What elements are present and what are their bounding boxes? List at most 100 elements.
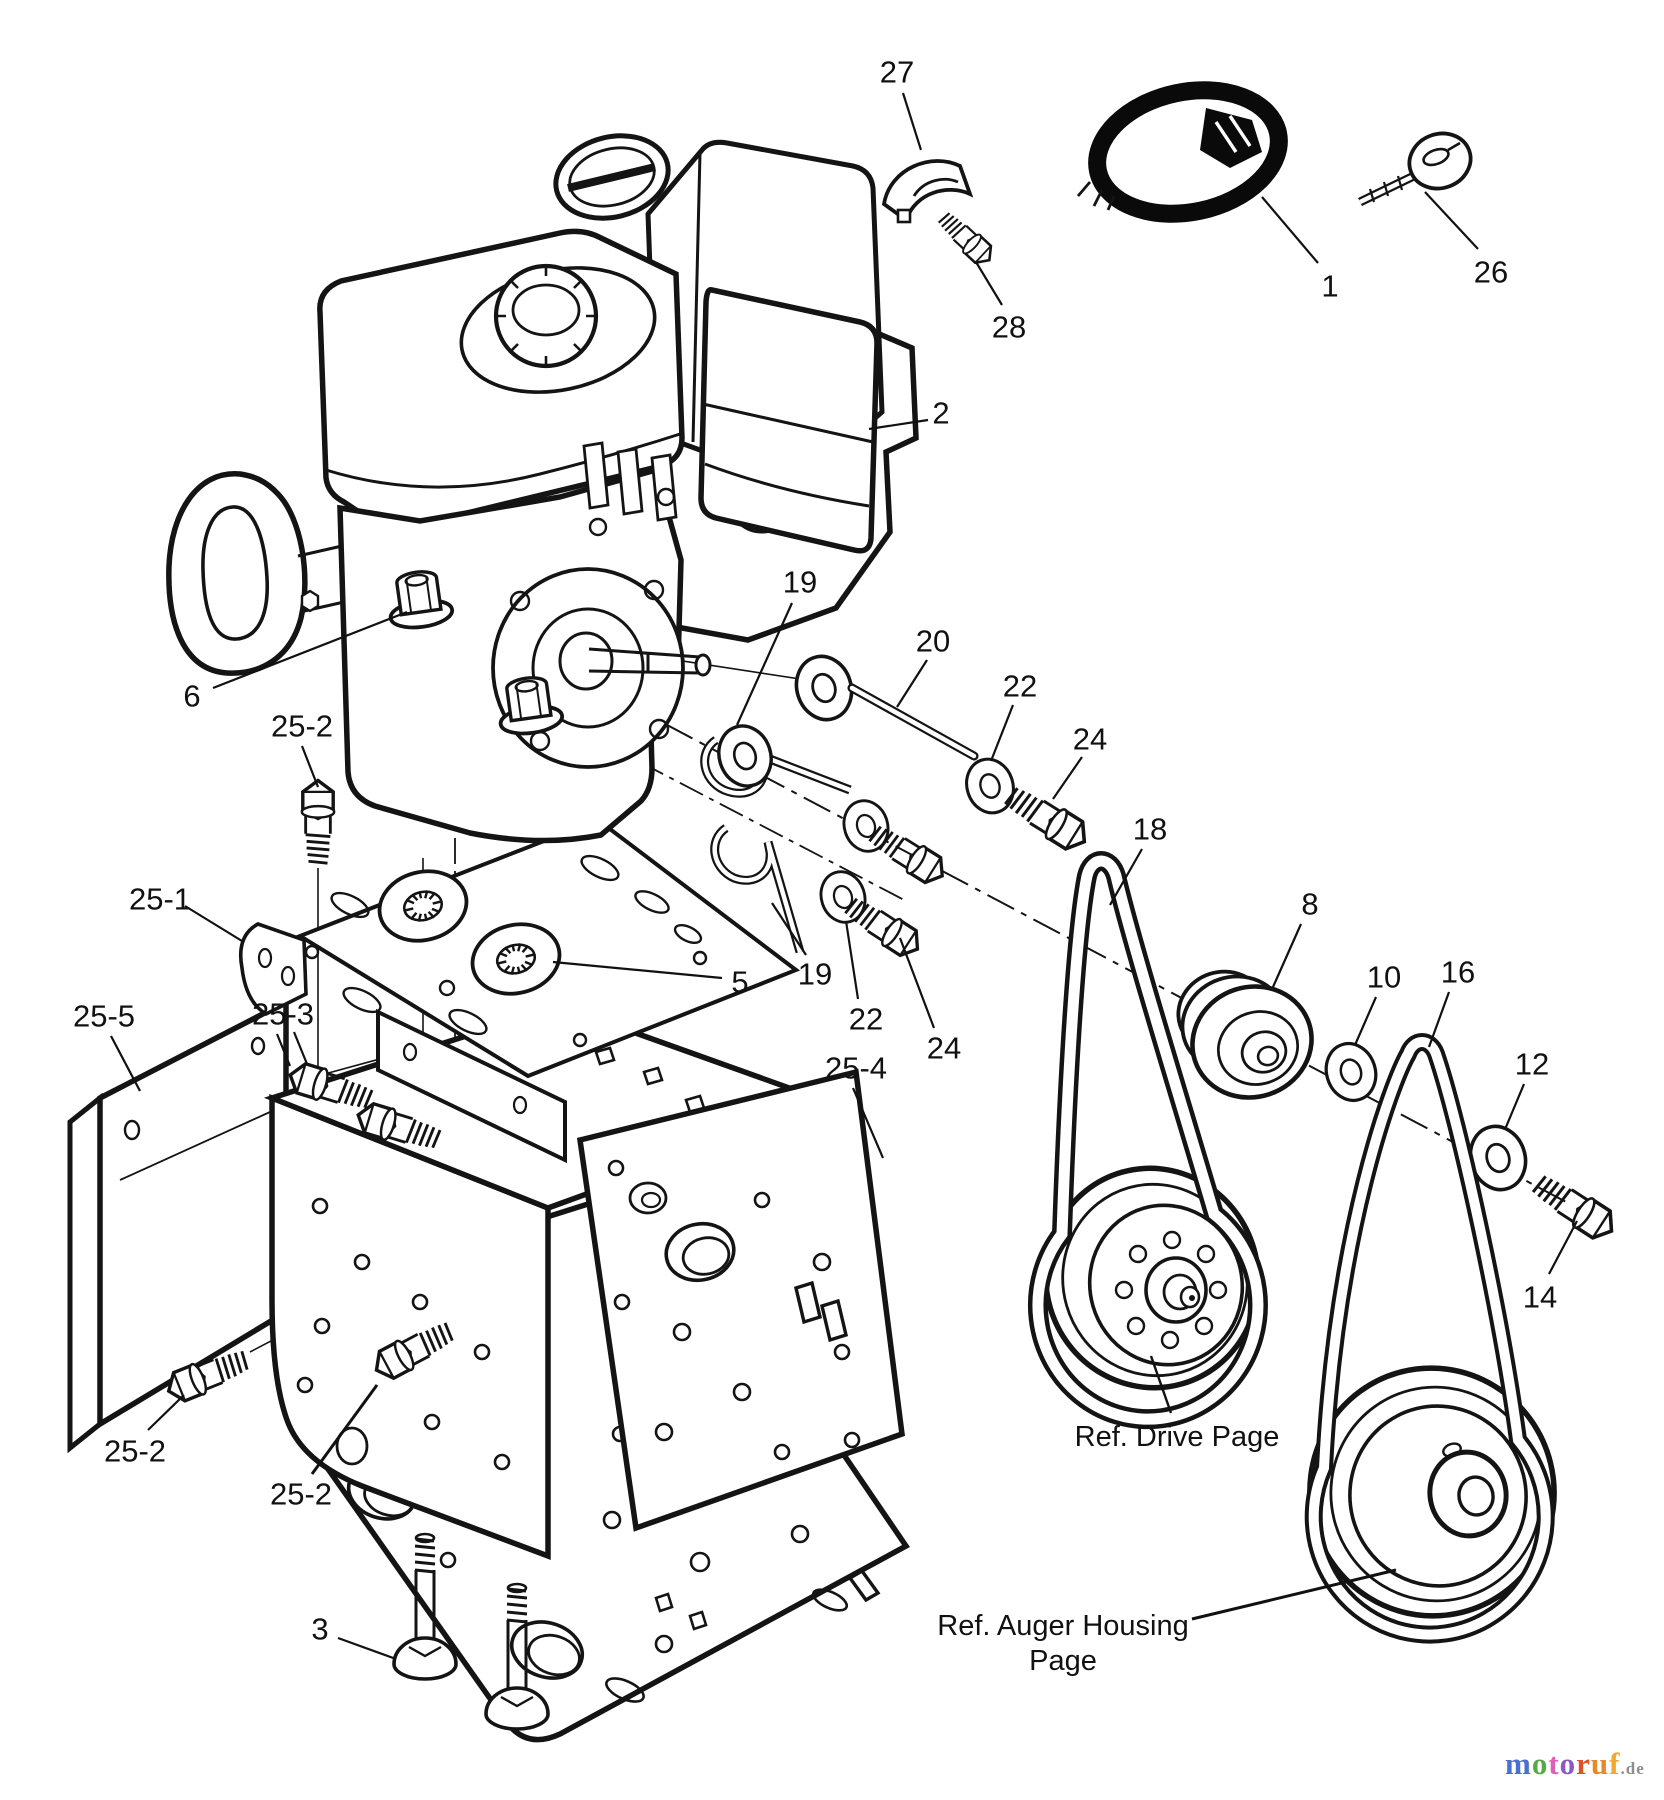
frame-assembly: [67, 997, 910, 1743]
washer-22: [958, 751, 1022, 821]
washer-10: [1317, 1035, 1385, 1109]
starter-handle: [166, 471, 345, 676]
callout-part-28: 28: [992, 310, 1026, 345]
callout-part-16: 16: [1441, 955, 1475, 990]
part-25-3-leader: [292, 1031, 309, 1065]
watermark-letter: o: [1559, 1746, 1577, 1781]
callout-part-8: 8: [1301, 887, 1318, 922]
motoruf-watermark: motoruf.de: [1505, 1746, 1645, 1782]
part-2-leader: [868, 418, 929, 431]
callout-part-25-5: 25-5: [73, 999, 135, 1034]
engine-assembly: [166, 133, 919, 844]
callout-part-27: 27: [880, 55, 914, 90]
part-25-5-leader: [110, 1035, 141, 1092]
watermark-letter: o: [1531, 1746, 1549, 1781]
callout-part-18: 18: [1133, 812, 1167, 847]
part-25-2-mid-leader: [310, 1384, 379, 1475]
part-19-upper-leader: [735, 602, 794, 726]
callout-part-12: 12: [1515, 1047, 1549, 1082]
callout-part-22-lower: 22: [849, 1002, 883, 1037]
callout-part-6: 6: [183, 679, 200, 714]
frame-right-panel-25-4: [576, 1068, 906, 1532]
callout-part-25-1: 25-1: [129, 882, 191, 917]
part-25-3-leader: [275, 1033, 292, 1067]
part-22-upper-leader: [989, 704, 1015, 762]
bolt-14: [1527, 1167, 1623, 1248]
callout-part-24-lower: 24: [927, 1031, 961, 1066]
pto-shaft: [588, 647, 702, 675]
part-6-leader: [212, 610, 408, 690]
callout-part-5: 5: [731, 965, 748, 1000]
part-18-leader: [1109, 848, 1143, 906]
washer: [709, 717, 781, 795]
drive-pulley-face: [1087, 1203, 1245, 1367]
screw-28: [933, 207, 1000, 271]
callout-part-25-3: 25-3: [252, 997, 314, 1032]
callout-part-14: 14: [1523, 1280, 1557, 1315]
ref-auger-housing-page-leader: [1191, 1568, 1397, 1621]
bracket-25-1: [238, 922, 308, 1017]
callout-part-26: 26: [1474, 255, 1508, 290]
callout-part-10: 10: [1367, 960, 1401, 995]
belt-18: [1027, 851, 1268, 1430]
part-25-2-left-leader: [147, 1394, 185, 1431]
ignition-key-26: [1358, 131, 1473, 207]
bolt-25-2: [300, 778, 336, 865]
part-10-leader: [1353, 996, 1378, 1046]
part-19-lower-leader: [771, 902, 807, 956]
watermark-letter: m: [1505, 1746, 1532, 1781]
part-8-leader: [1271, 923, 1303, 988]
drive-train: [1027, 851, 1623, 1644]
ref-drive-page-leader: [1149, 1355, 1173, 1414]
engine-pulley-8: [1176, 969, 1314, 1100]
watermark-suffix: .de: [1620, 1759, 1645, 1778]
j-hook-19-lower: [710, 824, 805, 954]
callout-part-19-upper: 19: [783, 565, 817, 600]
part-28-leader: [975, 261, 1003, 306]
callout-part-1: 1: [1321, 269, 1338, 304]
ref-auger-housing-page-line-2: Page: [1029, 1645, 1097, 1677]
bolt-24: [864, 818, 953, 891]
bolt-24: [999, 779, 1096, 858]
part-24-lower-leader: [898, 937, 936, 1029]
washer-22: [813, 864, 873, 930]
watermark-letter: r: [1576, 1746, 1591, 1781]
part-20-leader: [896, 659, 928, 708]
callout-part-19-lower: 19: [798, 957, 832, 992]
engine-mount-hardware: [700, 647, 1096, 964]
cable-clamp-27: [881, 159, 974, 224]
callout-part-22-upper: 22: [1003, 669, 1037, 704]
watermark-letter: u: [1590, 1746, 1610, 1781]
part-25-1-leader: [184, 905, 243, 942]
part-16-leader: [1427, 991, 1451, 1048]
part-3-leader: [337, 1636, 397, 1661]
top-loose-parts: [881, 81, 1473, 271]
rod-20: [847, 683, 979, 761]
part-14-leader: [1548, 1220, 1578, 1275]
ref-drive-page-line-1: Ref. Drive Page: [1075, 1421, 1280, 1453]
part-25-2-top-leader: [300, 745, 320, 788]
callout-part-3: 3: [311, 1612, 328, 1647]
side-panel-25-5: [67, 997, 289, 1454]
callout-part-20: 20: [916, 624, 950, 659]
watermark-letter: t: [1548, 1746, 1560, 1781]
part-22-lower-leader: [844, 920, 860, 1000]
bolt-24: [840, 890, 928, 964]
part-24-upper-leader: [1052, 756, 1083, 800]
part-12-leader: [1504, 1083, 1526, 1128]
watermark-letter: f: [1609, 1746, 1621, 1781]
washer-22: [836, 793, 896, 859]
callout-part-2: 2: [932, 396, 949, 431]
power-cord-1: [1076, 81, 1288, 223]
belt-16: [1304, 1033, 1555, 1644]
part-26-leader: [1424, 191, 1479, 250]
part-25-4-leader: [851, 1087, 885, 1159]
callout-part-24-upper: 24: [1073, 722, 1107, 757]
part-1-leader: [1261, 196, 1319, 264]
part-5-leader: [552, 960, 723, 980]
air-box: [698, 287, 880, 554]
recoil-starter-cap: [553, 133, 671, 221]
